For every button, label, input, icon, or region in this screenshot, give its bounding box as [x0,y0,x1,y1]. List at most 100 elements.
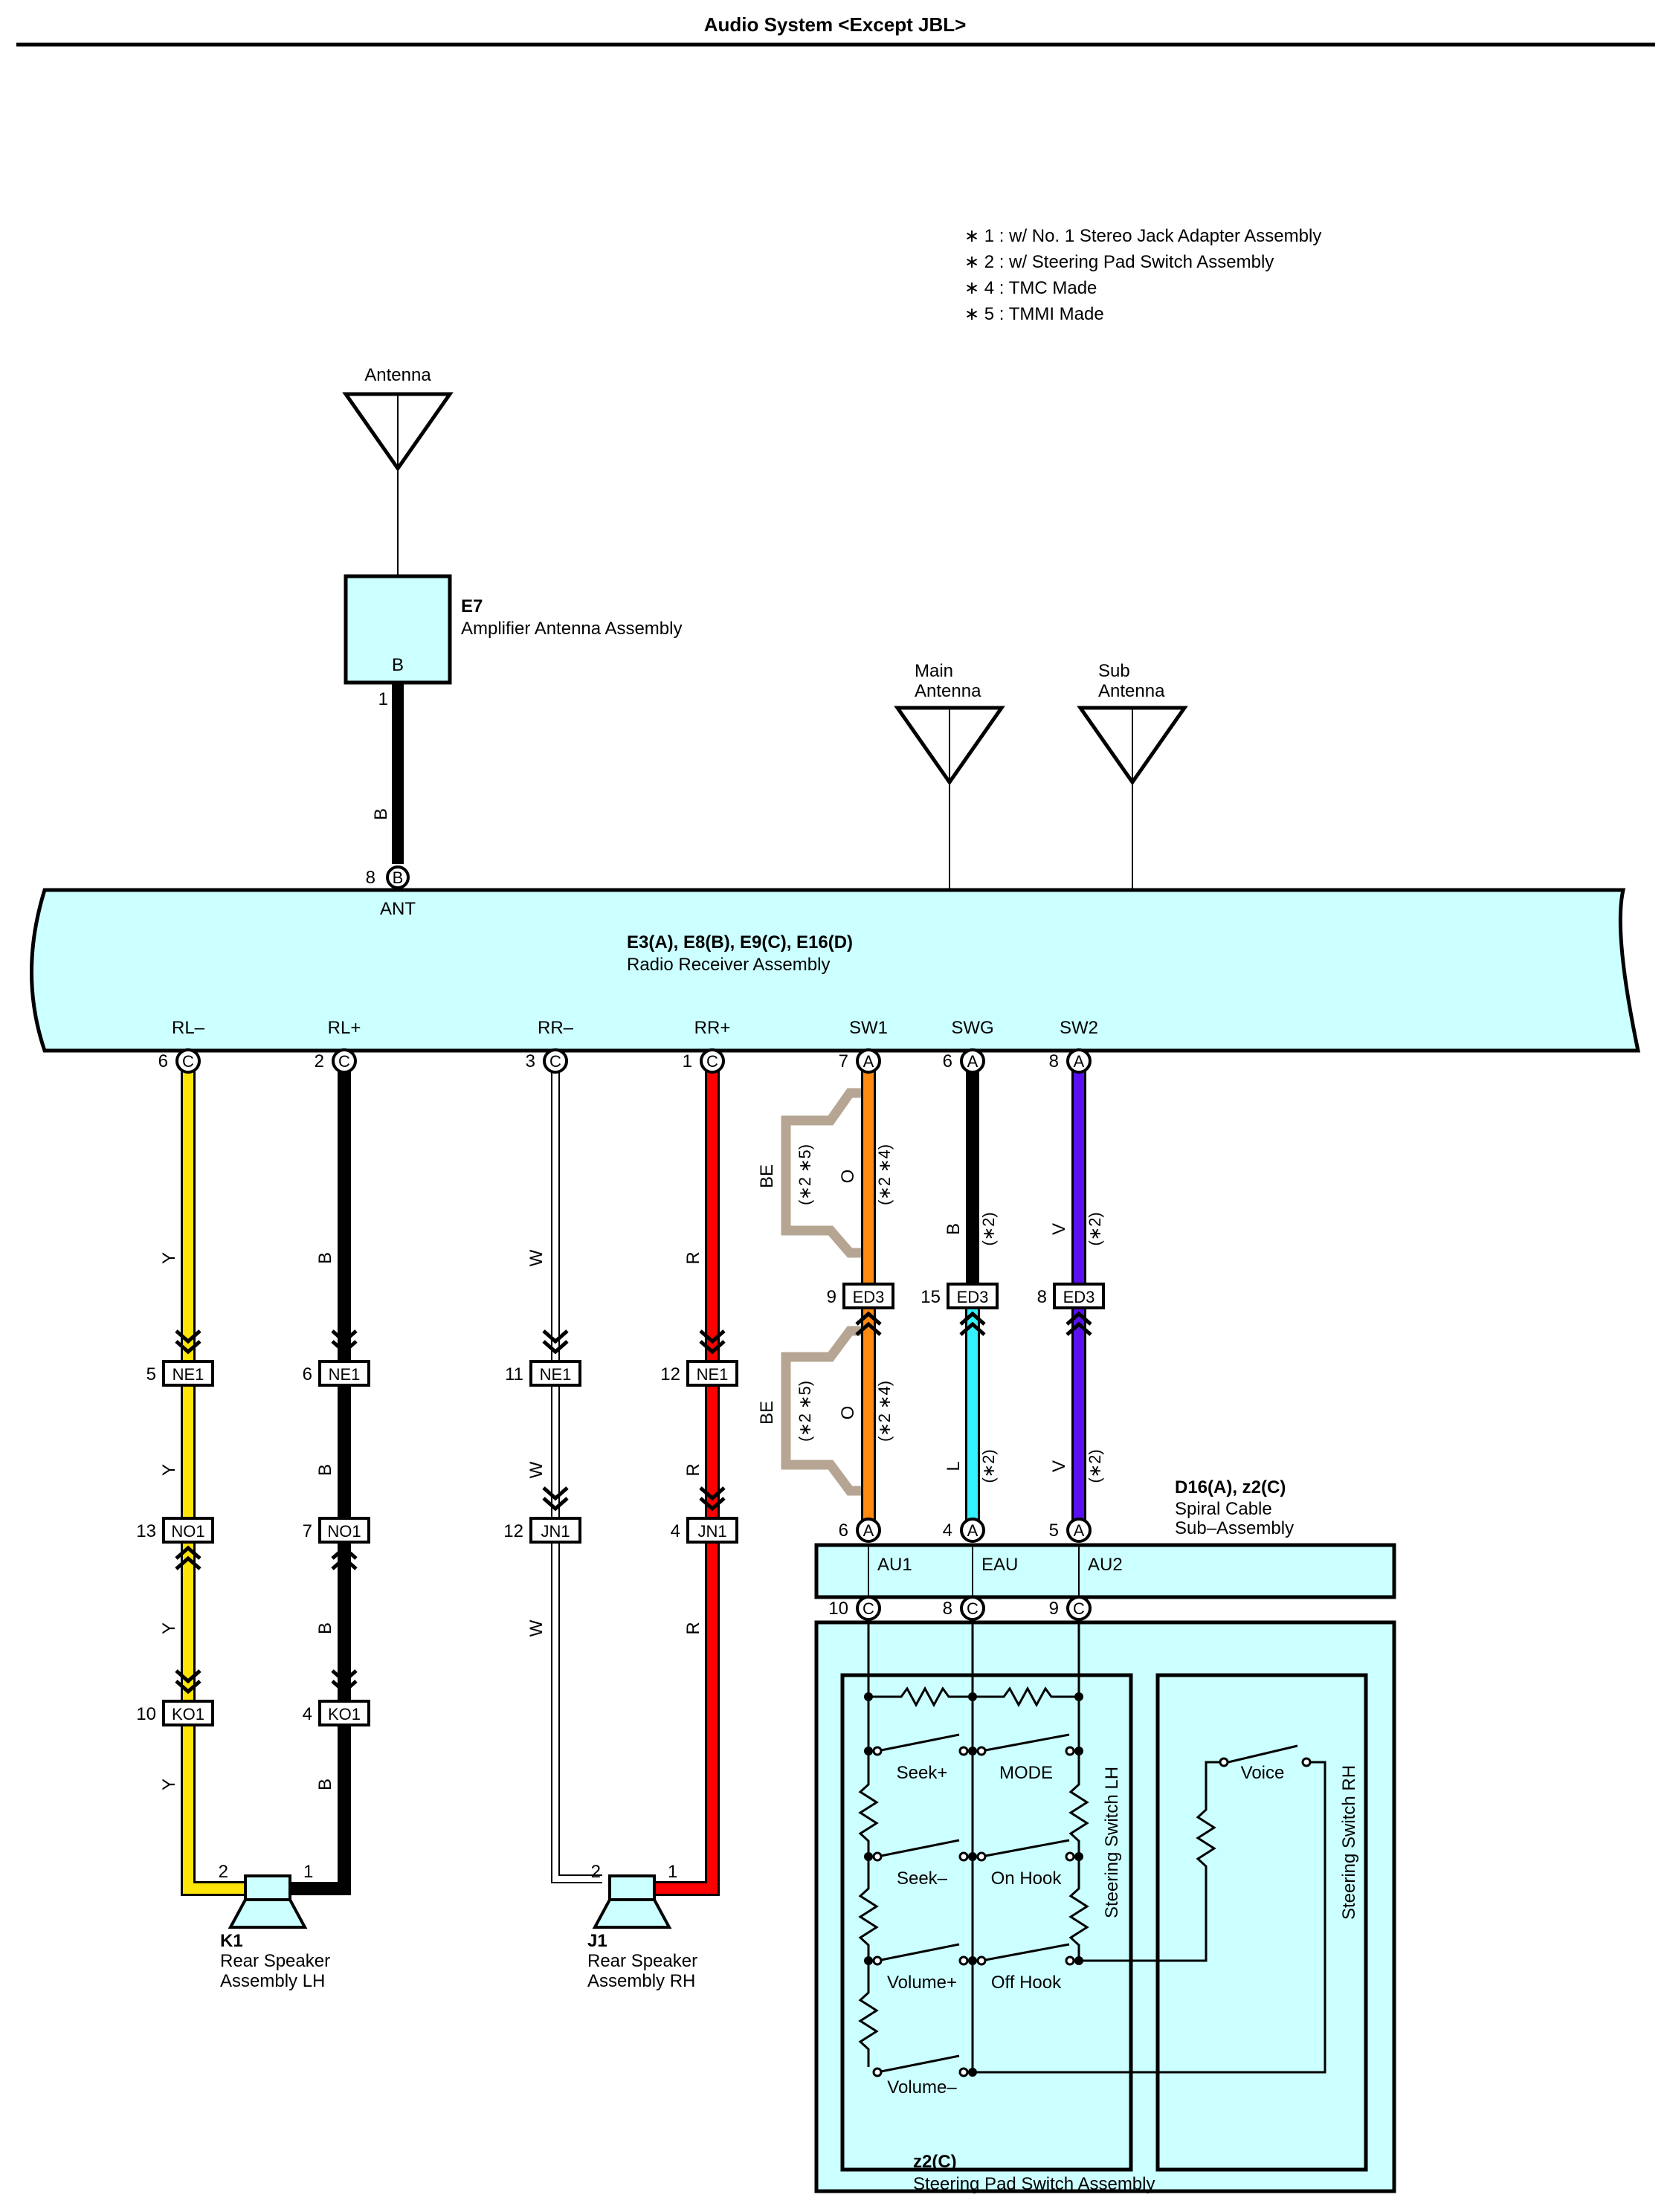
note-4: ∗ 4 : TMC Made [964,278,1097,298]
svg-text:(∗2 ∗5): (∗2 ∗5) [796,1381,814,1442]
connector-ed3-b: ED3 15 [921,1283,999,1335]
svg-text:BE: BE [757,1164,777,1188]
svg-text:V: V [1049,1460,1069,1472]
svg-text:JN1: JN1 [541,1522,570,1541]
spiral-code: D16(A), z2(C) [1175,1477,1286,1497]
note-1: ∗ 1 : w/ No. 1 Stereo Jack Adapter Assem… [964,226,1321,246]
connector-jn1-r: JN1 4 [671,1488,738,1544]
speaker-rh-icon [592,1874,672,1929]
svg-text:2: 2 [315,1051,324,1071]
svg-text:B: B [315,1779,335,1790]
e7-code: E7 [461,596,483,616]
radio-terminal-sw1: A 7 [839,1048,881,1074]
svg-text:A: A [967,1052,979,1071]
speaker-lh-pin-b: 1 [303,1862,313,1882]
main-antenna-line1: Main [915,661,953,681]
svg-text:7: 7 [303,1521,312,1541]
svg-text:ED3: ED3 [957,1288,989,1306]
j1-line1: Rear Speaker [587,1951,697,1971]
svg-text:4: 4 [303,1704,312,1724]
connector-ko1-y: KO1 10 [136,1671,214,1726]
spiral-au2: AU2 [1088,1555,1123,1575]
connector-no1-b: NO1 7 [303,1517,370,1569]
steering-circuit [858,1619,1326,2074]
svg-text:L: L [944,1461,964,1471]
k1-line1: Rear Speaker [220,1951,330,1971]
svg-text:B: B [315,1622,335,1634]
k1-line2: Assembly LH [220,1971,325,1991]
sub-antenna-line1: Sub [1098,661,1130,681]
ant-terminal-pin: 8 [366,868,375,888]
connector-jn1-w: JN1 12 [503,1488,581,1544]
speaker-lh-pin-a: 2 [219,1862,228,1882]
svg-text:(∗2 ∗4): (∗2 ∗4) [875,1144,894,1205]
connector-ne1-y: NE1 5 [146,1331,214,1387]
svg-text:C: C [863,1599,874,1618]
diagram-title: Audio System <Except JBL> [704,13,967,36]
svg-text:11: 11 [505,1364,523,1384]
terminal-rr-plus: RR+ [694,1018,731,1038]
svg-text:W: W [526,1619,547,1637]
connector-ed3-o: ED3 9 [827,1283,894,1335]
svg-text:C: C [706,1052,718,1071]
svg-text:NE1: NE1 [540,1365,572,1384]
main-antenna-icon [894,706,1005,894]
terminal-sw1: SW1 [849,1018,888,1038]
switch-off-hook: Off Hook [991,1973,1062,1993]
svg-text:BE: BE [757,1401,777,1425]
wire-rl-plus [290,1071,351,1895]
svg-text:ED3: ED3 [1063,1288,1095,1306]
svg-text:(∗2): (∗2) [979,1212,998,1245]
radio-terminal-rl-minus: C 6 [158,1048,201,1074]
svg-text:9: 9 [1049,1599,1059,1619]
ant-terminal-label: ANT [380,899,416,919]
switch-mode: MODE [999,1763,1053,1783]
svg-text:8: 8 [1049,1051,1059,1071]
k1-code: K1 [220,1931,243,1951]
svg-text:10: 10 [828,1599,848,1619]
svg-text:R: R [683,1622,703,1634]
svg-text:4: 4 [943,1521,952,1541]
svg-text:C: C [549,1052,561,1071]
switch-seek-plus: Seek+ [897,1763,948,1783]
svg-text:(∗2 ∗5): (∗2 ∗5) [796,1144,814,1205]
connector-ed3-v: ED3 8 [1037,1283,1105,1335]
svg-text:C: C [338,1052,350,1071]
spiral-eau: EAU [981,1555,1018,1575]
antenna-icon [342,392,454,576]
svg-text:9: 9 [827,1287,836,1307]
steering-terminals: C 10 C 8 C 9 [828,1596,1092,1621]
svg-text:10: 10 [136,1704,156,1724]
svg-text:6: 6 [158,1051,168,1071]
svg-text:R: R [683,1251,703,1264]
radio-terminal-rl-plus: C 2 [315,1048,357,1074]
svg-text:NO1: NO1 [171,1522,204,1541]
svg-text:A: A [1074,1052,1085,1071]
steering-name: Steering Pad Switch Assembly [913,2174,1155,2194]
svg-text:NO1: NO1 [327,1522,361,1541]
e7-terminal: B [392,655,404,675]
connector-ne1-r: NE1 12 [660,1331,738,1387]
antenna-wire-color: B [371,808,391,820]
steering-code: z2(C) [913,2152,957,2172]
terminal-swg: SWG [951,1018,993,1038]
switch-seek-minus: Seek– [897,1868,948,1889]
svg-text:B: B [315,1464,335,1476]
switch-voice: Voice [1241,1763,1285,1783]
antenna-label: Antenna [364,365,431,385]
svg-text:Y: Y [159,1464,179,1476]
svg-text:KO1: KO1 [328,1705,361,1724]
svg-text:W: W [526,1461,547,1478]
radio-code: E3(A), E8(B), E9(C), E16(D) [627,932,853,952]
svg-text:NE1: NE1 [697,1365,729,1384]
svg-text:1: 1 [683,1051,692,1071]
wire-color-labels: Y Y Y Y B B B B W W W R R R BE BE (∗2 ∗5… [159,1144,1104,1790]
spiral-line2: Sub–Assembly [1175,1518,1294,1538]
spiral-top-terminals: A 6 A 4 A 5 [839,1518,1092,1543]
e7-name: Amplifier Antenna Assembly [461,619,682,639]
wire-be-lower [781,1326,868,1496]
terminal-rr-minus: RR– [538,1018,574,1038]
connector-ne1-b: NE1 6 [303,1331,370,1387]
